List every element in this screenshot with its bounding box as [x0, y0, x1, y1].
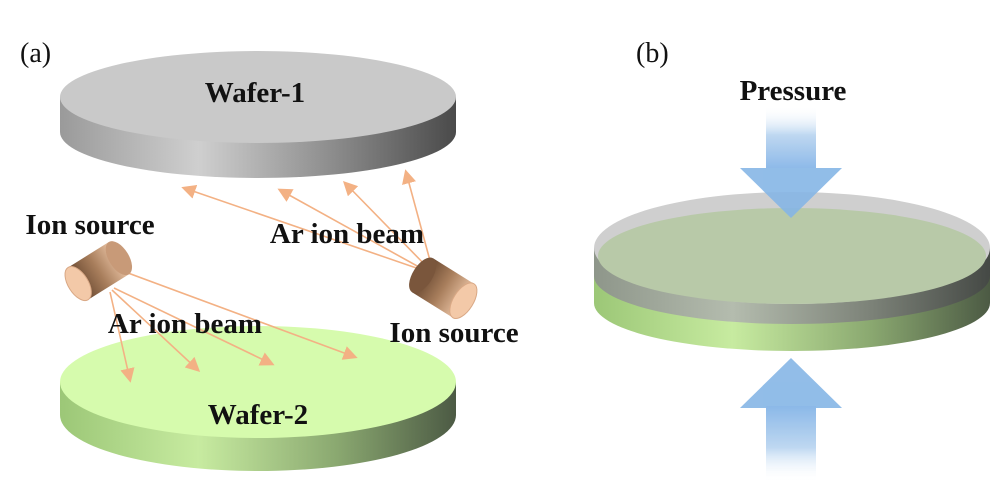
- ion-source-right: [409, 257, 478, 319]
- wafer-stack-inner-face: [598, 208, 986, 304]
- beam-arrow-upper-2: [277, 188, 429, 273]
- ion-source-left: [64, 241, 133, 302]
- beam-arrow-lower-4: [119, 269, 358, 360]
- pressure-label: Pressure: [740, 75, 847, 107]
- panel-b-label: (b): [636, 38, 669, 69]
- wafer-2-label: Wafer-2: [208, 399, 308, 431]
- beam-arrow-lower-2: [111, 289, 201, 372]
- beam-arrow-upper-3: [342, 180, 431, 271]
- beam-arrow-lower-1: [109, 291, 135, 383]
- pressure-arrow-down: [740, 106, 842, 218]
- beam-arrow-upper-4: [402, 169, 433, 269]
- bonded-wafer-stack: [594, 192, 990, 351]
- ion-source-left-label: Ion source: [25, 209, 154, 241]
- ion-source-right-label: Ion source: [389, 317, 518, 349]
- beam-arrow-upper-1: [181, 184, 429, 273]
- ar-ion-beam-upper-label: Ar ion beam: [270, 218, 424, 250]
- ar-ion-beam-lower-label: Ar ion beam: [108, 308, 262, 340]
- beam-arrow-lower-3: [113, 287, 275, 366]
- pressure-arrow-up: [740, 358, 842, 482]
- ar-ion-beam-lower: [109, 269, 358, 383]
- wafer-1-label: Wafer-1: [205, 77, 305, 109]
- wafer-1: [60, 51, 456, 178]
- panel-a-label: (a): [20, 38, 51, 69]
- ar-ion-beam-upper: [181, 169, 433, 273]
